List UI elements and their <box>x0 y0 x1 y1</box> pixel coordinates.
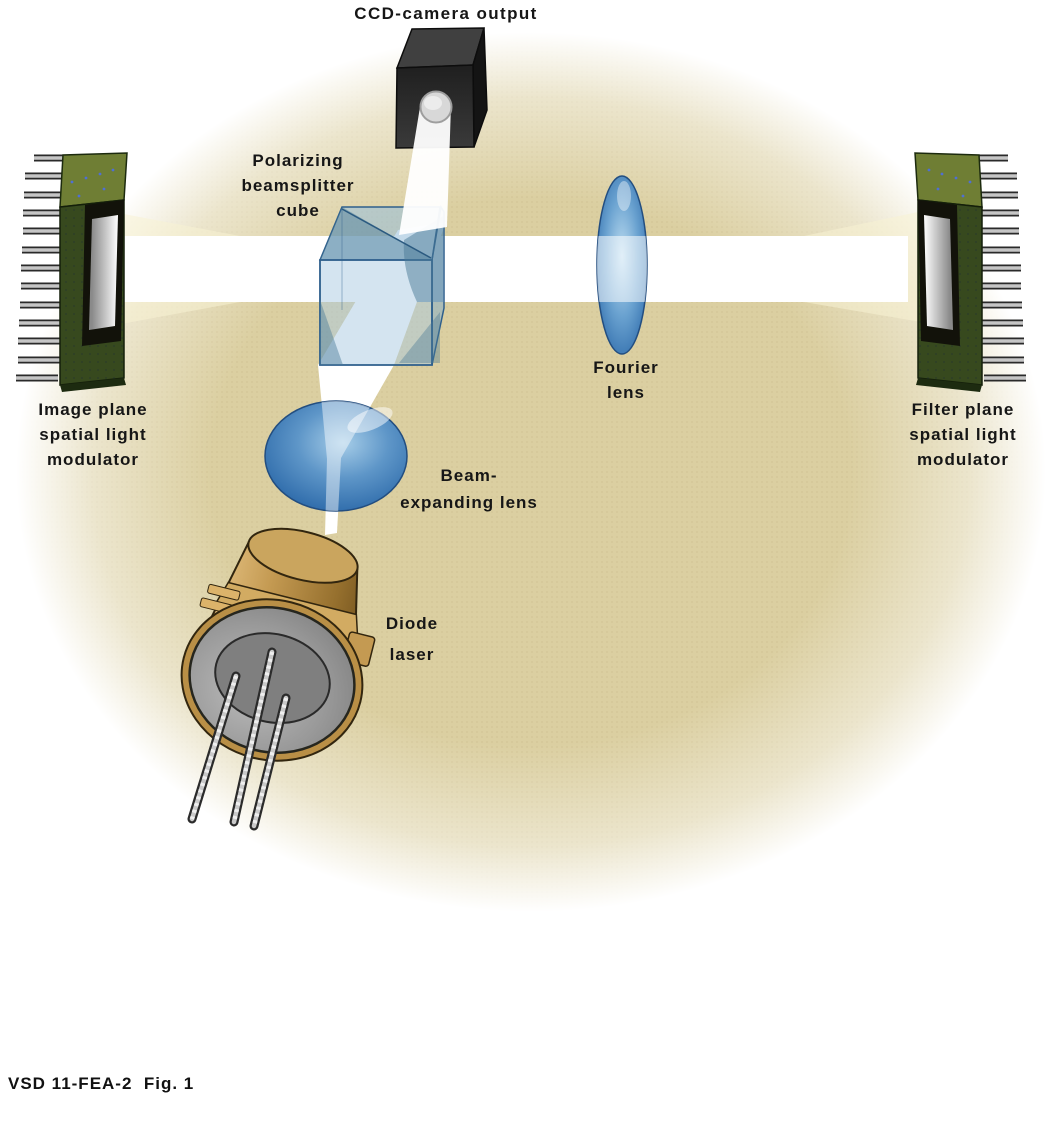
figure-caption: VSD 11-FEA-2 Fig. 1 <box>8 1074 195 1093</box>
label-beam-expanding-lens: Beam- expanding lens <box>400 466 538 512</box>
laser-top-cap <box>247 527 359 584</box>
beam-expanding-lens <box>264 400 408 512</box>
cube-front-face <box>319 259 433 366</box>
camera-top-face <box>395 27 486 69</box>
aperture-highlight <box>424 96 442 110</box>
beamsplitter-cube <box>318 204 445 366</box>
fourier-lens <box>596 175 648 355</box>
label-image-plane-slm: Image plane spatial light modulator <box>38 400 148 469</box>
label-diode-laser: Diode laser <box>385 614 439 664</box>
label-fourier-lens: Fourier lens <box>593 358 659 402</box>
label-polarizing-beamsplitter-cube: Polarizing beamsplitter cube <box>241 151 355 220</box>
image-plane-slm <box>16 153 127 392</box>
label-ccd-camera-output: CCD-camera output <box>354 4 538 23</box>
label-filter-plane-slm: Filter plane spatial light modulator <box>909 400 1017 469</box>
horizontal-beam <box>120 236 908 302</box>
laser-pins <box>187 647 291 831</box>
laser-face-inner <box>214 632 331 724</box>
beam-to-camera <box>399 105 451 235</box>
